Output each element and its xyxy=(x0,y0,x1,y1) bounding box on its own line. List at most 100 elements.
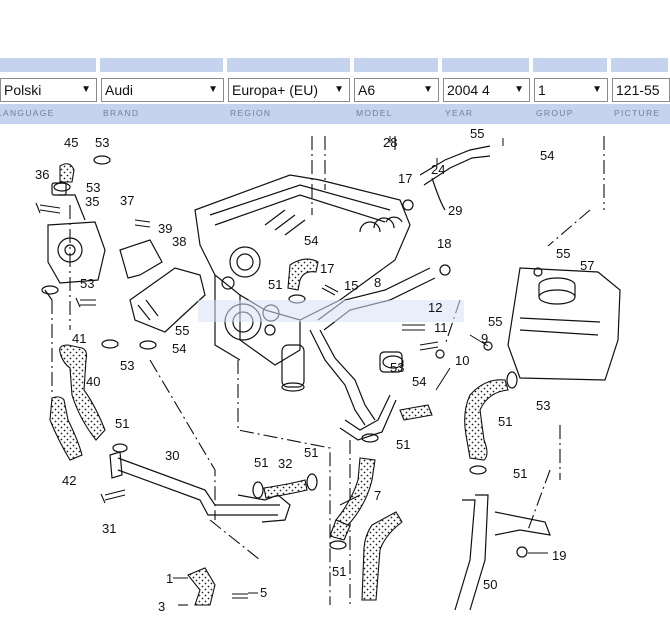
header-cell xyxy=(611,58,670,72)
part-label: 50 xyxy=(483,577,497,592)
header-cell xyxy=(533,58,609,72)
part-label: 19 xyxy=(552,548,566,563)
picture-label: PICTURE xyxy=(614,108,661,118)
picture-select[interactable]: 121-55 xyxy=(612,78,670,102)
part-label: 31 xyxy=(102,521,116,536)
part-label: 55 xyxy=(175,323,189,338)
part-label: 18 xyxy=(437,236,451,251)
part-label: 29 xyxy=(448,203,462,218)
part-label: 40 xyxy=(86,374,100,389)
part-label: 41 xyxy=(72,331,86,346)
part-label: 51 xyxy=(396,437,410,452)
header-cell xyxy=(227,58,352,72)
part-label: 53 xyxy=(86,180,100,195)
dropdown-arrow-icon: ▼ xyxy=(592,84,602,95)
region-select[interactable]: Europa+ (EU) ▼ xyxy=(228,78,350,102)
part-label: 12 xyxy=(428,300,442,315)
language-select[interactable]: Polski ▼ xyxy=(0,78,97,102)
part-label: 17 xyxy=(398,171,412,186)
part-label: 54 xyxy=(172,341,186,356)
part-label: 9 xyxy=(481,331,488,346)
pipes xyxy=(109,145,491,611)
part-label: 37 xyxy=(120,193,134,208)
part-label: 55 xyxy=(470,126,484,141)
dropdown-arrow-icon: ▼ xyxy=(81,84,91,95)
callout-ticks xyxy=(173,136,548,594)
part-label: 3 xyxy=(158,599,165,614)
part-label: 30 xyxy=(165,448,179,463)
part-label: 10 xyxy=(455,353,469,368)
part-label: 54 xyxy=(412,374,426,389)
brand-label: BRAND xyxy=(103,108,140,118)
part-label: 54 xyxy=(540,148,554,163)
dropdown-arrow-icon: ▼ xyxy=(208,84,218,95)
part-label: 45 xyxy=(64,135,78,150)
picture-select-value: 121-55 xyxy=(616,82,660,98)
part-label: 1 xyxy=(166,571,173,586)
selector-labels: LANGUAGE BRAND REGION MODEL YEAR GROUP P… xyxy=(0,104,670,124)
part-labels: 28 24 55 54 17 29 18 55 57 8 12 11 55 9 … xyxy=(35,126,594,614)
year-label: YEAR xyxy=(445,108,474,118)
part-label: 11 xyxy=(434,320,448,335)
group-select[interactable]: 1 ▼ xyxy=(534,78,608,102)
part-label: 53 xyxy=(80,276,94,291)
bracket xyxy=(119,239,551,536)
part-label: 8 xyxy=(374,275,381,290)
part-label: 51 xyxy=(254,455,268,470)
brand-select-value: Audi xyxy=(105,82,134,98)
part-label: 42 xyxy=(62,473,76,488)
dropdown-arrow-icon: ▼ xyxy=(423,84,433,95)
part-label: 53 xyxy=(390,360,404,375)
selector-row: Polski ▼ Audi ▼ Europa+ (EU) ▼ A6 ▼ 2004… xyxy=(0,78,670,102)
model-select-value: A6 xyxy=(358,82,376,98)
header-cell xyxy=(100,58,225,72)
watermark xyxy=(198,300,464,322)
header-cell xyxy=(0,58,98,72)
part-label: 53 xyxy=(120,358,134,373)
group-label: GROUP xyxy=(536,108,574,118)
bolts xyxy=(35,202,439,606)
brand-select[interactable]: Audi ▼ xyxy=(101,78,224,102)
part-label: 38 xyxy=(172,234,186,249)
header-cell xyxy=(354,58,440,72)
language-select-value: Polski xyxy=(4,82,42,98)
part-label: 54 xyxy=(304,233,318,248)
part-label: 55 xyxy=(556,246,570,261)
part-label: 32 xyxy=(278,456,292,471)
part-label: 51 xyxy=(498,414,512,429)
dropdown-arrow-icon: ▼ xyxy=(514,84,524,95)
year-select[interactable]: 2004 4 ▼ xyxy=(443,78,530,102)
part-label: 55 xyxy=(488,314,502,329)
model-select[interactable]: A6 ▼ xyxy=(354,78,439,102)
part-label: 28 xyxy=(383,135,397,150)
language-label: LANGUAGE xyxy=(0,108,55,118)
part-label: 17 xyxy=(320,261,334,276)
year-select-value: 2004 4 xyxy=(447,82,490,98)
part-label: 51 xyxy=(115,416,129,431)
region-select-value: Europa+ (EU) xyxy=(232,82,318,98)
dropdown-arrow-icon: ▼ xyxy=(334,84,344,95)
part-label: 7 xyxy=(374,488,381,503)
part-label: 57 xyxy=(580,258,594,273)
part-label: 24 xyxy=(431,162,445,177)
part-label: 51 xyxy=(268,277,282,292)
header-cell xyxy=(442,58,531,72)
leader-lines xyxy=(51,136,605,605)
part-label: 5 xyxy=(260,585,267,600)
part-label: 39 xyxy=(158,221,172,236)
region-label: REGION xyxy=(230,108,272,118)
part-label: 51 xyxy=(332,564,346,579)
part-label: 35 xyxy=(85,194,99,209)
part-label: 51 xyxy=(304,445,318,460)
parts-diagram: 28 24 55 54 17 29 18 55 57 8 12 11 55 9 … xyxy=(35,126,621,614)
part-label: 36 xyxy=(35,167,49,182)
model-label: MODEL xyxy=(356,108,393,118)
group-select-value: 1 xyxy=(538,82,546,98)
header-band xyxy=(0,58,670,72)
hoses xyxy=(49,163,509,606)
part-label: 15 xyxy=(344,278,358,293)
part-label: 51 xyxy=(513,466,527,481)
coolant-reservoir xyxy=(507,267,621,381)
part-label: 53 xyxy=(95,135,109,150)
part-label: 53 xyxy=(536,398,550,413)
